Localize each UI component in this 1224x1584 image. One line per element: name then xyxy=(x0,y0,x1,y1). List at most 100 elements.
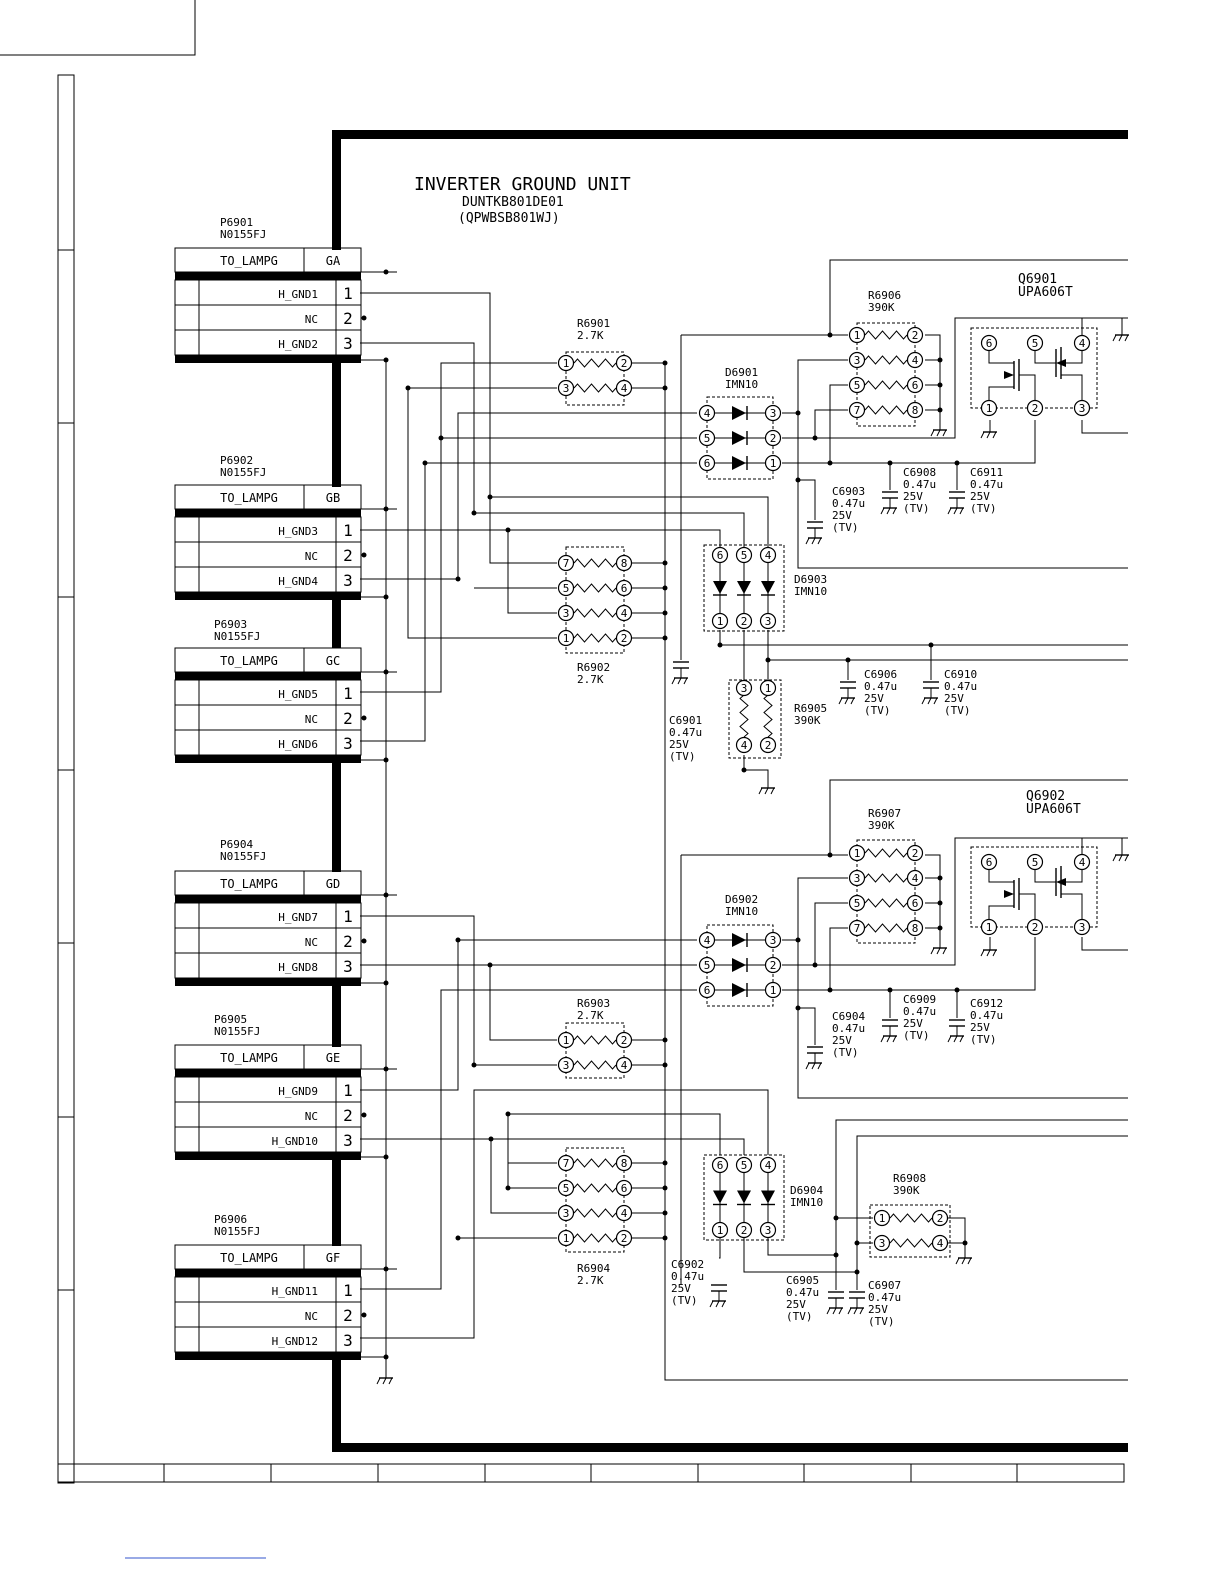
junction-dot xyxy=(662,1185,668,1191)
ground-symbol xyxy=(1112,334,1129,342)
pin-marker: 4 xyxy=(906,869,924,887)
pin-number: 1 xyxy=(986,402,993,415)
pin-number: 1 xyxy=(717,1224,724,1237)
pin-marker: 2 xyxy=(764,429,782,447)
cap-voltage: 25V xyxy=(944,692,964,705)
cap-note: (TV) xyxy=(903,1029,930,1042)
pin-number: 3 xyxy=(563,607,570,620)
pin-number: 2 xyxy=(937,1212,944,1225)
pin-number: 2 xyxy=(765,739,772,752)
pin-number: 5 xyxy=(1032,856,1039,869)
pin-name: H_GND7 xyxy=(278,911,318,924)
junction-dot xyxy=(662,1037,668,1043)
junction-dot xyxy=(471,510,477,516)
pin-marker: 2 xyxy=(906,326,924,344)
cap-voltage: 25V xyxy=(868,1303,888,1316)
junction-dot xyxy=(405,385,411,391)
unit-pwb: (QPWBSB801WJ) xyxy=(458,211,560,226)
pin-marker: 4 xyxy=(931,1234,949,1252)
connector-type: N0155FJ xyxy=(214,1225,260,1238)
r6901-value: 2.7K xyxy=(577,329,604,342)
ground-symbol xyxy=(1112,854,1129,862)
pin-num: 3 xyxy=(343,957,353,976)
ground-symbol xyxy=(930,947,947,955)
pin-num: 1 xyxy=(343,684,353,703)
pin-name: H_GND4 xyxy=(278,575,318,588)
r6907-value: 390K xyxy=(868,819,895,832)
pin-name: H_GND2 xyxy=(278,338,318,351)
pin-number: 2 xyxy=(770,432,777,445)
pin-number: 2 xyxy=(621,1232,628,1245)
junction-dot xyxy=(438,435,444,441)
cap-voltage: 25V xyxy=(669,738,689,751)
pin-num: 3 xyxy=(343,1131,353,1150)
pin-marker: 5 xyxy=(735,1156,753,1174)
pin-marker: 1 xyxy=(980,918,998,936)
ground-symbol xyxy=(826,1307,843,1315)
junction-dot xyxy=(662,1235,668,1241)
pin-number: 3 xyxy=(879,1237,886,1250)
pin-number: 8 xyxy=(912,922,919,935)
connector-ref: P6901 xyxy=(220,216,253,229)
resistor-zigzag xyxy=(864,355,908,365)
pin-number: 5 xyxy=(741,549,748,562)
unit-title-block: INVERTER GROUND UNIT DUNTKB801DE01 (QPWB… xyxy=(414,174,631,226)
resistor-zigzag xyxy=(739,694,749,738)
pin-marker: 4 xyxy=(698,931,716,949)
pin-number: 4 xyxy=(1079,337,1086,350)
resistor-zigzag xyxy=(573,1158,617,1168)
pin-marker: 1 xyxy=(557,1229,575,1247)
junction-dot xyxy=(854,1240,860,1246)
junction-dot xyxy=(383,269,389,275)
cap-voltage: 25V xyxy=(671,1282,691,1295)
cap-value: 0.47u xyxy=(970,478,1003,491)
junction-dot xyxy=(795,410,801,416)
junction-dot xyxy=(662,385,668,391)
q6902-ref: Q6902 xyxy=(1026,789,1065,804)
resistor-zigzag xyxy=(573,1060,617,1070)
pin-number: 1 xyxy=(854,329,861,342)
d6904-type: IMN10 xyxy=(790,1196,823,1209)
pin-num: 3 xyxy=(343,334,353,353)
pin-number: 1 xyxy=(986,921,993,934)
pin-name: H_GND5 xyxy=(278,688,318,701)
junction-dot xyxy=(455,1235,461,1241)
ground-symbol xyxy=(838,697,855,705)
resistor-zigzag xyxy=(864,330,908,340)
pin-number: 7 xyxy=(854,404,861,417)
pin-number: 4 xyxy=(765,1159,772,1172)
pin-marker: 5 xyxy=(698,956,716,974)
junction-dot xyxy=(827,852,833,858)
connector-type: N0155FJ xyxy=(214,630,260,643)
cap-note: (TV) xyxy=(944,704,971,717)
connector-ref: P6906 xyxy=(214,1213,247,1226)
pin-num: 1 xyxy=(343,521,353,540)
cap-ref: C6905 xyxy=(786,1274,819,1287)
connector-type: N0155FJ xyxy=(220,466,266,479)
r6903-ref: R6903 xyxy=(577,997,610,1010)
unit-part-number: DUNTKB801DE01 xyxy=(462,195,564,210)
pin-name: NC xyxy=(305,313,318,326)
pin-number: 1 xyxy=(717,615,724,628)
cap-note: (TV) xyxy=(970,502,997,515)
connector-code: GC xyxy=(326,654,340,668)
pin-marker: 3 xyxy=(873,1234,891,1252)
pin-marker: 3 xyxy=(1073,399,1091,417)
ground-symbol xyxy=(376,1377,393,1385)
pin-number: 8 xyxy=(912,404,919,417)
pin-number: 4 xyxy=(704,407,711,420)
pin-number: 6 xyxy=(621,582,628,595)
pin-marker: 4 xyxy=(1073,853,1091,871)
pin-name: H_GND3 xyxy=(278,525,318,538)
connector-type: N0155FJ xyxy=(214,1025,260,1038)
connector-code: GE xyxy=(326,1051,340,1065)
junction-dot xyxy=(505,1111,511,1117)
ground-symbol xyxy=(955,1257,972,1265)
pin-marker: 3 xyxy=(1073,918,1091,936)
junction-dot xyxy=(455,576,461,582)
pin-number: 4 xyxy=(621,382,628,395)
